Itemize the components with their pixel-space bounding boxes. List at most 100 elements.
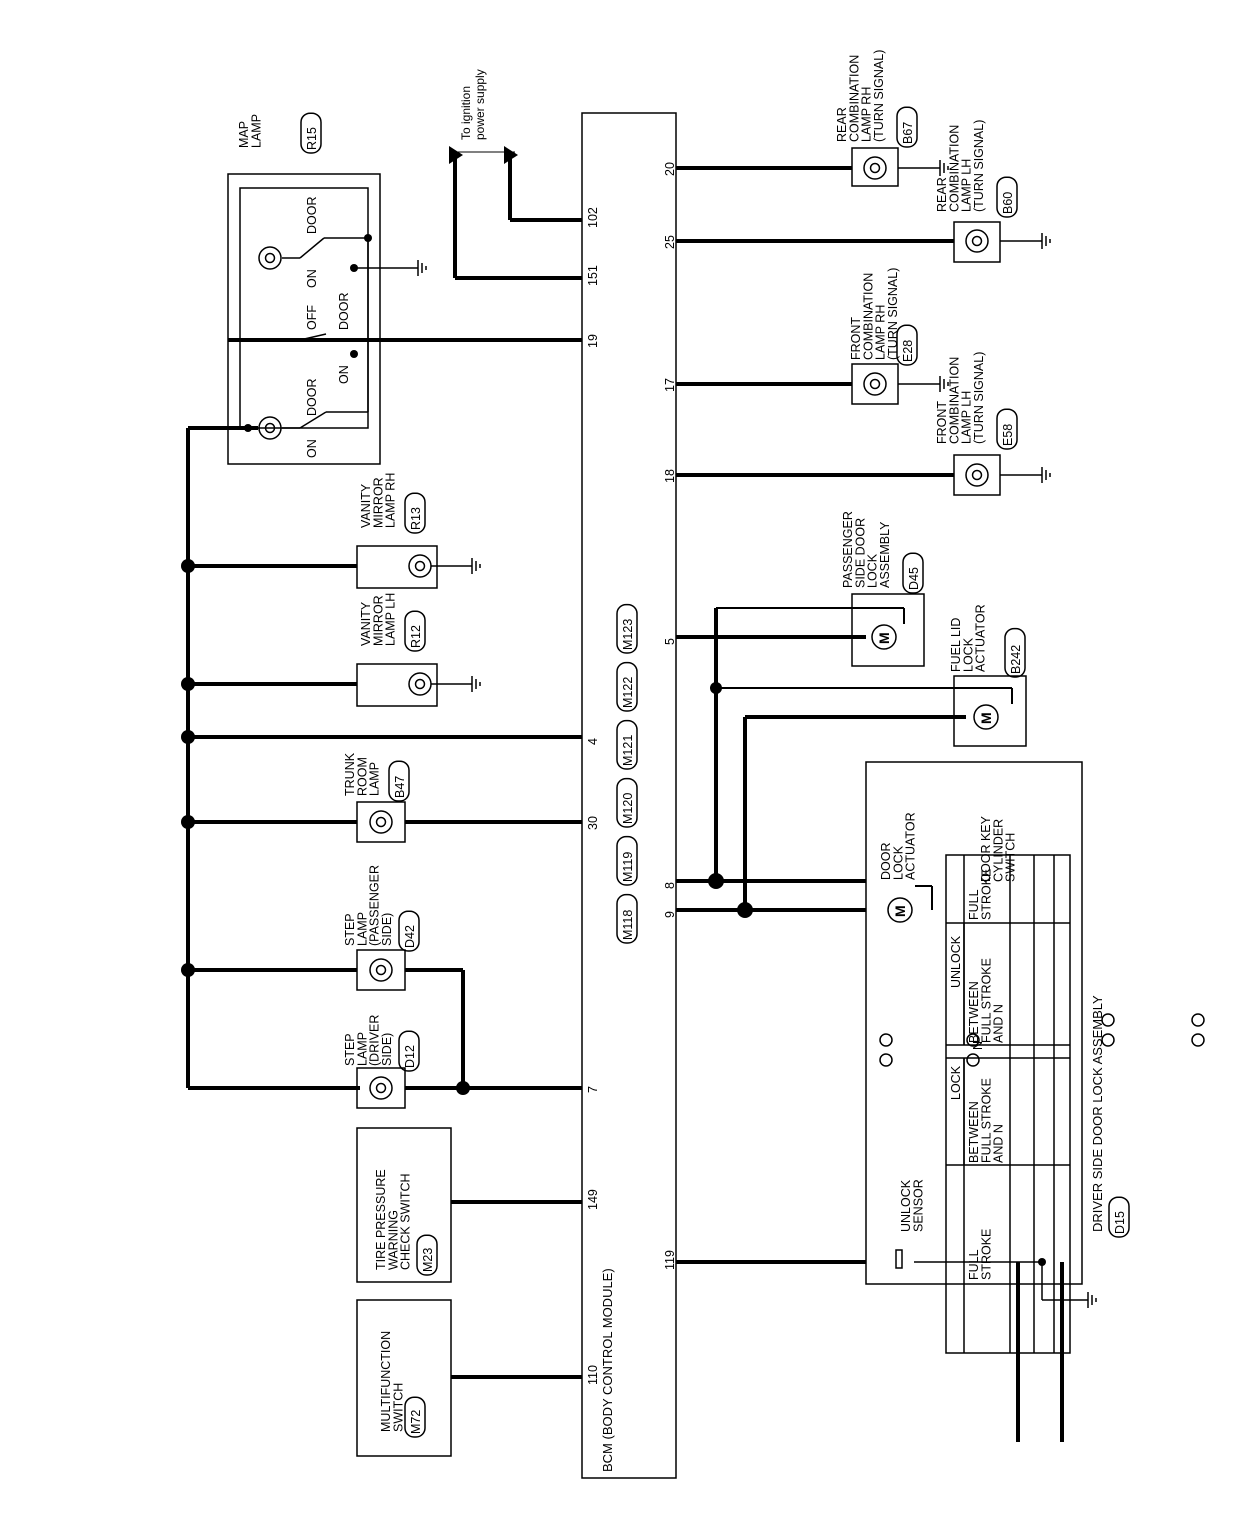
connector-badge [996,176,1018,218]
connector-id: M121 [621,735,635,766]
connector-badge [388,760,410,802]
bulb-icon [264,422,276,434]
bcm-pin-number: 5 [663,638,677,645]
connector-id: D12 [403,1045,417,1068]
bulb-icon [965,463,989,487]
table-column-label: FULL STROKE [979,958,993,1043]
bulb-icon [369,1076,393,1100]
bulb-icon [408,554,432,578]
connector-badge [896,106,918,148]
step-lamp-driver-box [356,1067,406,1109]
component-label: DOOR KEY [979,815,993,882]
bcm-pin-number: 25 [663,235,677,249]
table-column-label: FULL STROKE [979,1078,993,1163]
connector-badge [996,408,1018,450]
arrow-up-icon [449,146,463,164]
bulb-icon [971,469,983,481]
bcm-pin-number: 20 [663,162,677,176]
assembly-title: DRIVER SIDE DOOR LOCK ASSEMBLY [1090,995,1105,1232]
bulb-icon [869,162,881,174]
table-header-unlock: UNLOCK [949,935,963,988]
connector-badge [616,835,638,886]
connector-id: M23 [421,1248,435,1272]
bcm-pin-number: 110 [586,1365,600,1385]
junction-dot [708,873,724,889]
bulb-icon [414,678,426,690]
junction-dot [710,682,722,694]
component-label: FRONT [935,401,949,444]
switch-position-label: DOOR [305,197,319,235]
table-column-label: AND N [992,1004,1006,1043]
connector-id: M119 [621,852,635,882]
table-column-label: AND N [992,1124,1006,1163]
table-header-lock: LOCK [949,1065,963,1100]
connector-badge [616,603,638,654]
contact-circle [879,1033,893,1047]
bulb-icon [258,416,282,440]
step-lamp-passenger-box [356,949,406,991]
connector-badge [416,1234,438,1276]
component-label: (DRIVER [368,1015,382,1066]
connector-id: E28 [901,340,915,362]
rear-comb-rh-box [851,147,899,187]
bulb-icon [863,372,887,396]
connector-id: M122 [621,677,635,708]
connector-badge [616,893,638,944]
connector-badge [616,719,638,770]
component-label: PASSENGER [841,511,855,588]
switch-contact [299,237,325,259]
ign-label: power supply [473,69,487,140]
component-label: TIRE PRESSURE [374,1169,388,1270]
connector-id: B47 [393,776,407,798]
component-label: STEP [343,913,357,946]
bcm-pin-number: 30 [586,816,600,830]
component-label: LAMP [355,1032,369,1066]
junction-dot [364,234,372,242]
component-label: LAMP RH [874,305,888,360]
bulb-icon [375,1082,387,1094]
connector-badge [404,492,426,534]
connector-badge [1004,627,1026,678]
contact-circle [1191,1033,1205,1047]
connector-id: B242 [1009,645,1023,674]
connector-badge [300,112,322,154]
bulb-icon [375,816,387,828]
connector-id: R12 [409,625,423,648]
bulb-icon [965,229,989,253]
connector-id: B67 [901,122,915,144]
component-label: LAMP LH [384,593,398,646]
bulb-icon [869,378,881,390]
motor-icon [871,624,897,650]
component-label: LAMP RH [860,87,874,142]
bulb-icon [375,964,387,976]
component-label: VANITY [359,483,373,528]
switch-contact [299,411,327,429]
junction-dot [1038,1258,1046,1266]
bcm-pin-number: 18 [663,469,677,483]
bulb-icon [971,235,983,247]
component-label: ASSEMBLY [878,521,892,588]
junction-dot [737,902,753,918]
motor-icon: M [978,712,994,724]
bulb-icon [408,672,432,696]
table-column-label: STROKE [979,869,993,920]
component-label: CYLINDER [991,819,1005,882]
component-label: STEP [343,1033,357,1066]
bcm-pin-number: 151 [586,265,600,286]
connector-badge [616,777,638,828]
arrow-up-icon [504,146,518,164]
trunk-room-lamp-box [356,801,406,843]
switch-position-label: DOOR [337,293,351,331]
connector-badge [1108,1196,1130,1238]
fuel-lid-actuator-box [953,675,1027,747]
component-label: TRUNK [343,752,357,796]
contact-circle [879,1053,893,1067]
connector-badge [896,324,918,366]
bcm-box [581,112,677,1479]
passenger-door-lock-box [851,593,925,667]
connector-id: M123 [621,619,635,650]
table-column-label: STROKE [979,1229,993,1280]
component-label: (PASSENGER [368,865,382,946]
switch-position-label: ON [305,269,319,288]
